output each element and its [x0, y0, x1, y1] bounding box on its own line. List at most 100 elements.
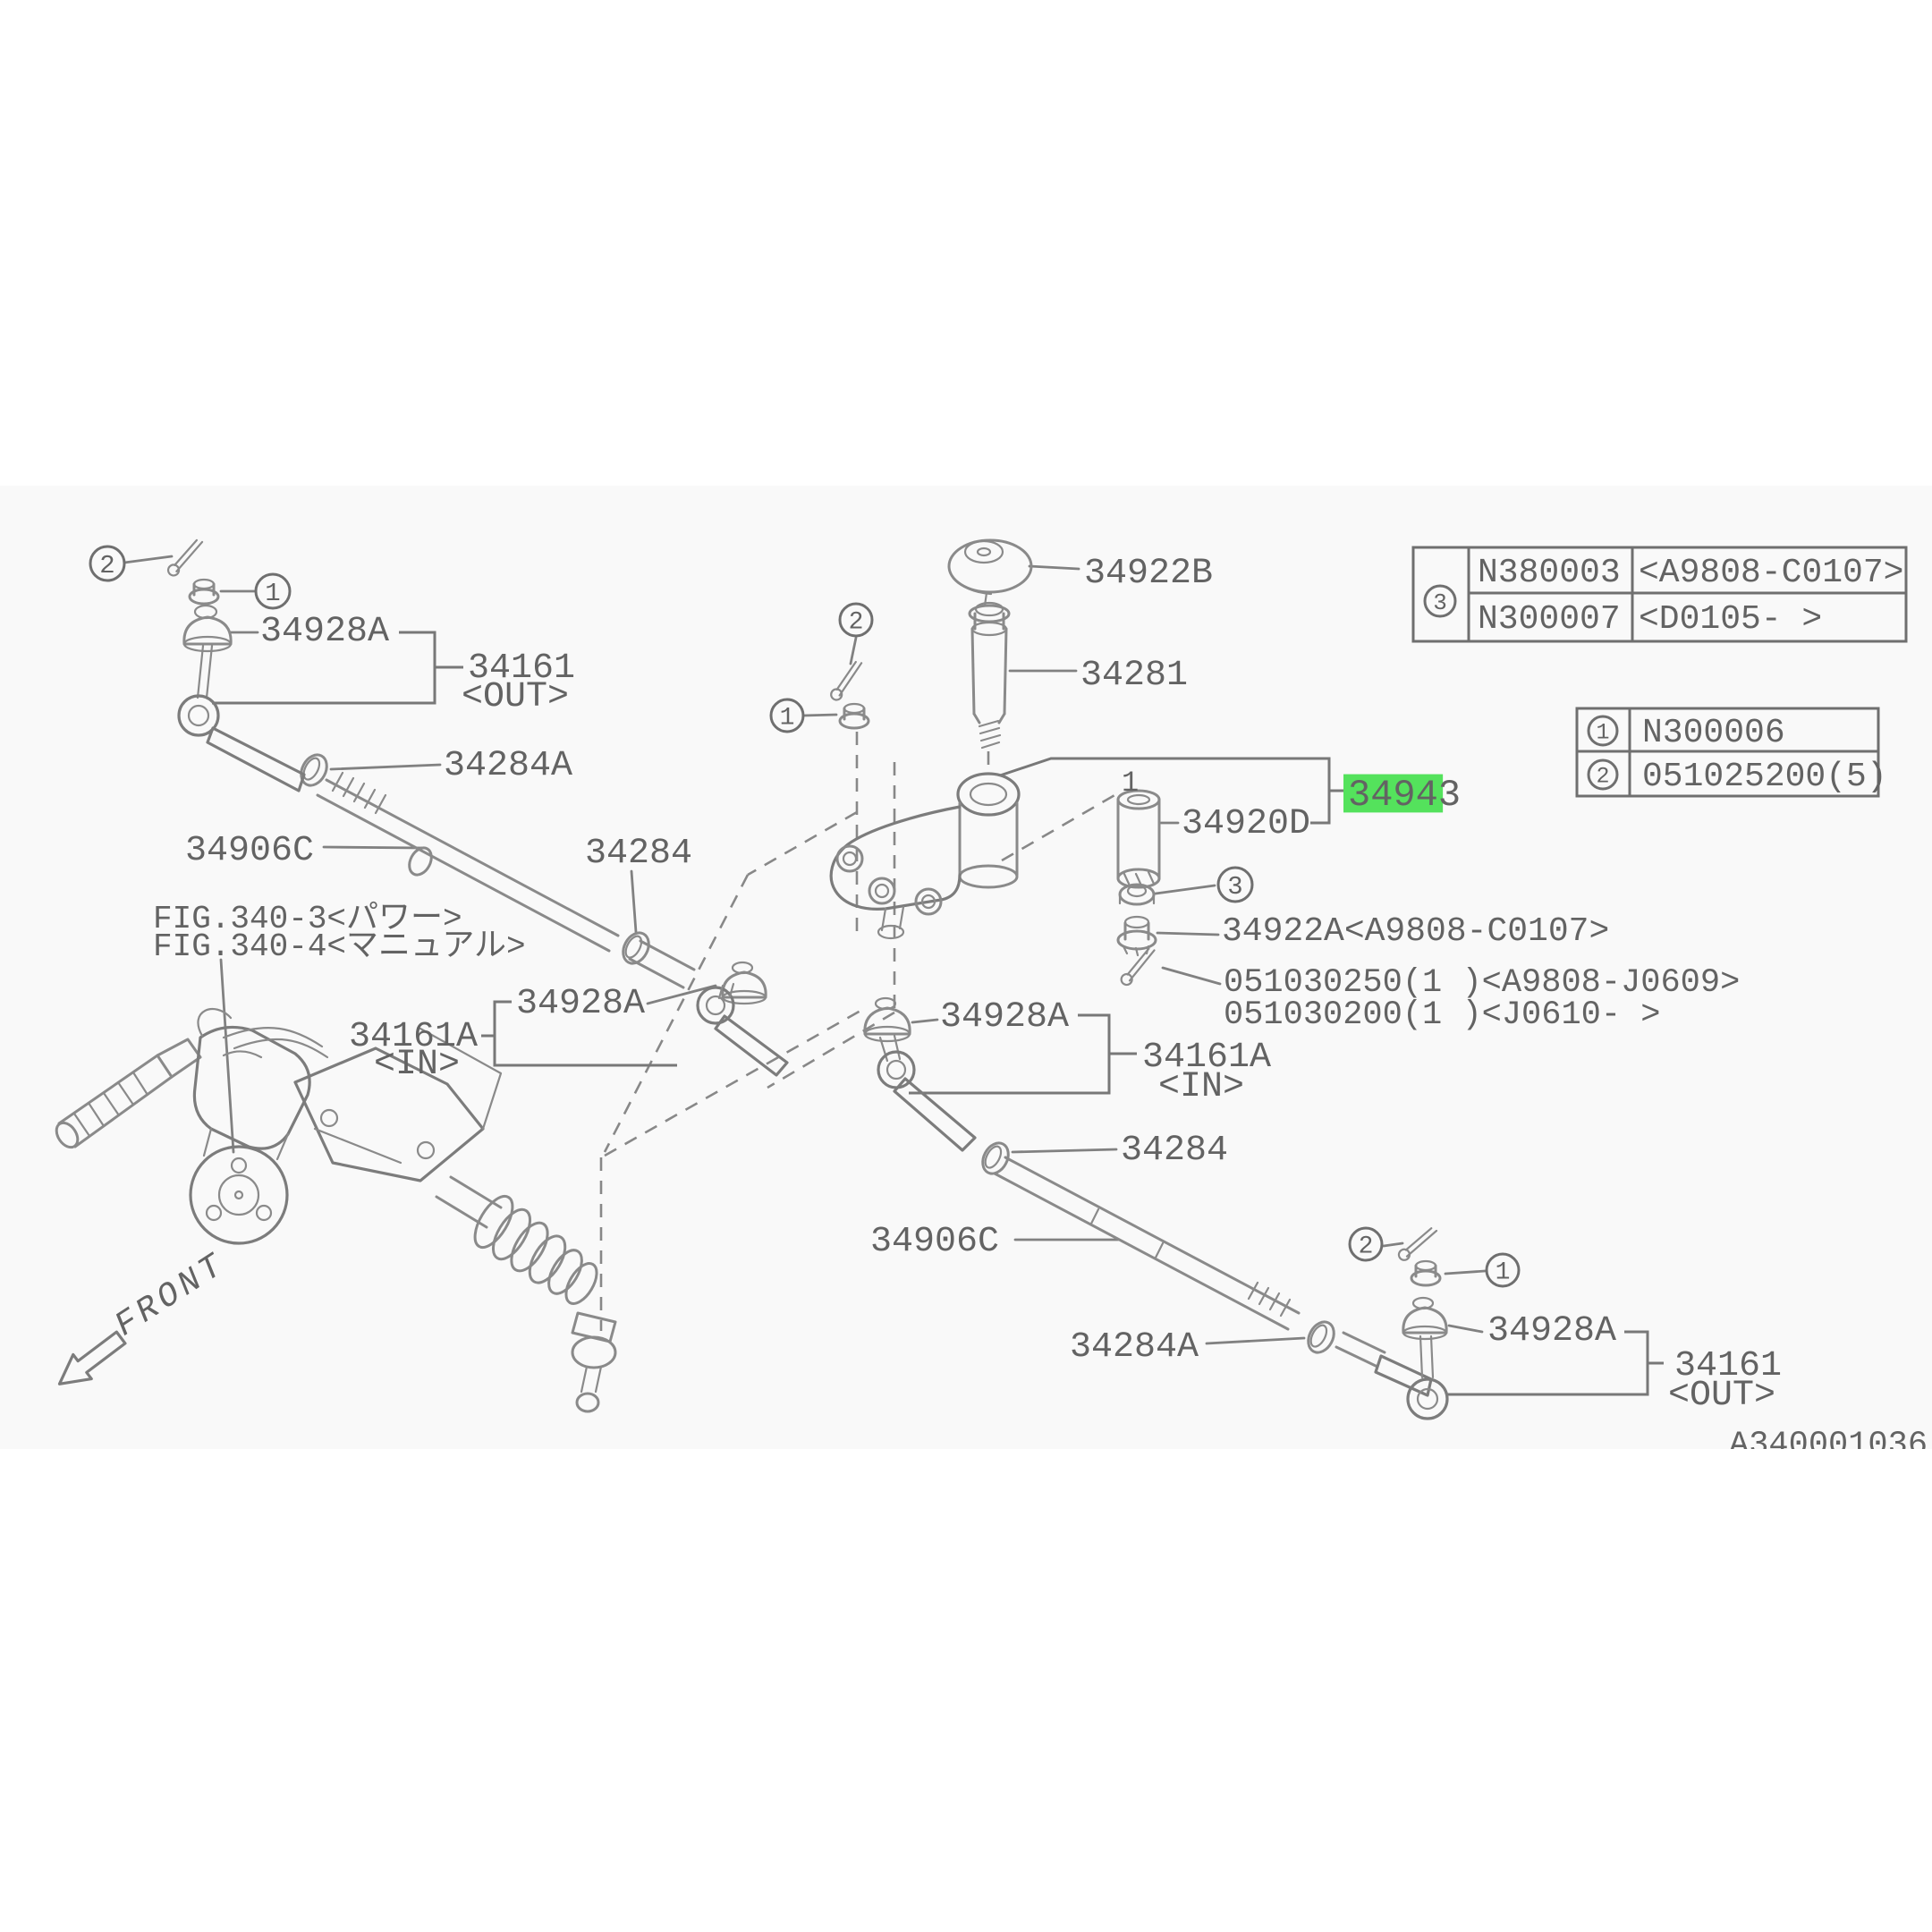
callout-circle — [1348, 1226, 1384, 1262]
part-label-34920d-text: 34920D — [1182, 804, 1310, 844]
castle-nut-top-left — [188, 578, 220, 606]
part-label-051030250-text: 051030250(1 )<A9808-J0609> — [1224, 964, 1740, 1002]
part-label-34161a-in-center-text: 34161A — [1142, 1038, 1271, 1078]
applicability-table-fasteners-part-1: 051025200(5) — [1642, 758, 1887, 796]
part-label-34161a-in-left-sub-text: <IN> — [374, 1045, 460, 1085]
callout-number: 3 — [1227, 872, 1242, 902]
part-label-34922a: 34922A<A9808-C0107> — [1222, 912, 1609, 951]
tie-rod-center-art — [877, 1034, 1301, 1331]
part-label-34928a-center: 34928A — [940, 997, 1069, 1038]
callout-number: 2 — [849, 608, 864, 636]
fig-ref-manual-text: FIG.340-4<マニュアル> — [153, 928, 526, 965]
washer-art — [1118, 883, 1156, 906]
figure-code-text: A340001036 — [1729, 1427, 1928, 1464]
part-label-051030200: 051030200(1 )<J0610- > — [1224, 996, 1660, 1034]
jam-nut-34284-left — [622, 931, 650, 965]
jam-nut-34284-center — [981, 1141, 1010, 1175]
callout-number: 2 — [99, 551, 114, 580]
callout-circle — [254, 572, 292, 610]
rod-collar-left — [408, 846, 433, 877]
part-label-34906c-bottom: 34906C — [870, 1222, 999, 1262]
callout-circle — [1423, 584, 1457, 618]
callout-circle — [89, 545, 126, 582]
part-label-34161-out-bottom-right: 34161 — [1674, 1346, 1782, 1386]
callout-number: 2 — [1596, 763, 1609, 789]
dust-boot-center — [863, 996, 911, 1043]
callout-number: 2 — [1359, 1233, 1374, 1260]
part-labels: 34922B342813494334920D34922A<A9808-C0107… — [108, 554, 1928, 1464]
leader-lines — [123, 555, 1487, 1345]
callout-1-top-center: 1 — [769, 698, 805, 733]
part-label-34161a-in-center-sub: <IN> — [1158, 1067, 1244, 1107]
part-label-34281-text: 34281 — [1080, 656, 1188, 696]
callout-number: 1 — [1496, 1258, 1511, 1286]
table-borders — [1411, 546, 1908, 798]
applicability-tables: N380003<A9808-C0107>N300007<D0105- >N300… — [1478, 554, 1903, 796]
callout-1-bottom-right: 1 — [1485, 1252, 1521, 1288]
damper-cap-34922b-art — [947, 538, 1033, 607]
part-label-34928a-bottom-right-text: 34928A — [1487, 1311, 1616, 1352]
callout-markers: 2 1 2 1 3 2 1 3 1 2 — [89, 545, 1619, 1288]
callout-2-top-center: 2 — [838, 602, 874, 638]
part-label-34284a-bottom: 34284A — [1070, 1327, 1199, 1368]
part-label-34943-highlighted[interactable]: 34943 — [1343, 774, 1461, 817]
part-label-34928a-bottom-right: 34928A — [1487, 1311, 1616, 1352]
callout-circle — [1485, 1252, 1521, 1288]
applicability-table-nut3-part-1: N300007 — [1478, 600, 1621, 639]
dust-boot-top-left — [182, 604, 233, 653]
part-label-051030250: 051030250(1 )<A9808-J0609> — [1224, 964, 1740, 1002]
front-arrow — [57, 1330, 127, 1385]
callout-circle — [1587, 715, 1619, 747]
applicability-table-nut3-range-1: <D0105- > — [1639, 600, 1822, 639]
part-label-051030200-text: 051030200(1 )<J0610- > — [1224, 996, 1660, 1034]
part-label-34928a-center-text: 34928A — [940, 997, 1069, 1038]
callout-number: 1 — [780, 704, 795, 732]
part-label-34920d: 34920D — [1182, 804, 1310, 844]
jam-nut-top-left — [300, 753, 328, 787]
part-label-34161a-in-left-sub: <IN> — [374, 1045, 460, 1085]
dust-boot-left-center — [721, 961, 767, 1005]
steering-gear-assembly-art — [55, 1008, 617, 1413]
part-label-34284-center: 34284 — [1121, 1131, 1228, 1171]
part-label-34161-out-bottom-right-sub: <OUT> — [1668, 1376, 1775, 1416]
part-label-34284-left: 34284 — [585, 834, 692, 874]
callout-circle — [1216, 866, 1254, 903]
part-label-34284a-bottom-text: 34284A — [1070, 1327, 1199, 1368]
part-label-34284-left-text: 34284 — [585, 834, 692, 874]
callout-2-bottom-right: 2 — [1348, 1226, 1384, 1262]
callout-circle — [1587, 758, 1619, 791]
callout-1-top-left: 1 — [254, 572, 292, 610]
figure-code: A340001036 — [1729, 1427, 1928, 1464]
cotter-pin-top-left — [166, 538, 204, 577]
part-label-34161-out-top-left-sub: <OUT> — [462, 677, 569, 717]
part-label-34284a-top-left-text: 34284A — [444, 746, 572, 786]
construction-ref-1-text: 1 — [1122, 767, 1139, 800]
dust-boot-bottom-right — [1402, 1296, 1448, 1341]
part-label-34906c-bottom-text: 34906C — [870, 1222, 999, 1262]
part-label-34161a-in-center: 34161A — [1142, 1038, 1271, 1078]
part-label-34906c-left: 34906C — [185, 831, 314, 871]
fig-ref-power-text: FIG.340-3<パワー> — [153, 901, 462, 937]
part-label-34284-center-text: 34284 — [1121, 1131, 1228, 1171]
fig-ref-manual: FIG.340-4<マニュアル> — [153, 928, 526, 965]
part-label-34928a-top-left: 34928A — [260, 612, 389, 652]
applicability-table-fasteners-marker-0: 1 — [1587, 715, 1619, 747]
callout-circle — [769, 698, 805, 733]
idler-shaft-34281-art — [968, 601, 1011, 750]
part-label-34284a-top-left: 34284A — [444, 746, 572, 786]
pitman-arm-34943-art — [829, 772, 1021, 940]
applicability-table-nut3-marker: 3 — [1423, 584, 1457, 618]
tie-rod-inner-left-art — [628, 939, 789, 1077]
callout-number: 1 — [1596, 719, 1609, 745]
construction-ref-1: 1 — [1122, 767, 1139, 800]
part-label-34161-out-bottom-right-text: 34161 — [1674, 1346, 1782, 1386]
applicability-table-nut3-range-0: <A9808-C0107> — [1639, 554, 1903, 592]
label-brackets — [212, 631, 1664, 1396]
part-label-34161-out-top-left-sub-text: <OUT> — [462, 677, 569, 717]
part-label-34943-highlighted-text: 34943 — [1348, 774, 1461, 817]
part-label-34161-out-top-left-text: 34161 — [468, 648, 575, 689]
cotter-pin-top-center — [830, 660, 863, 701]
part-label-34928a-top-left-text: 34928A — [260, 612, 389, 652]
